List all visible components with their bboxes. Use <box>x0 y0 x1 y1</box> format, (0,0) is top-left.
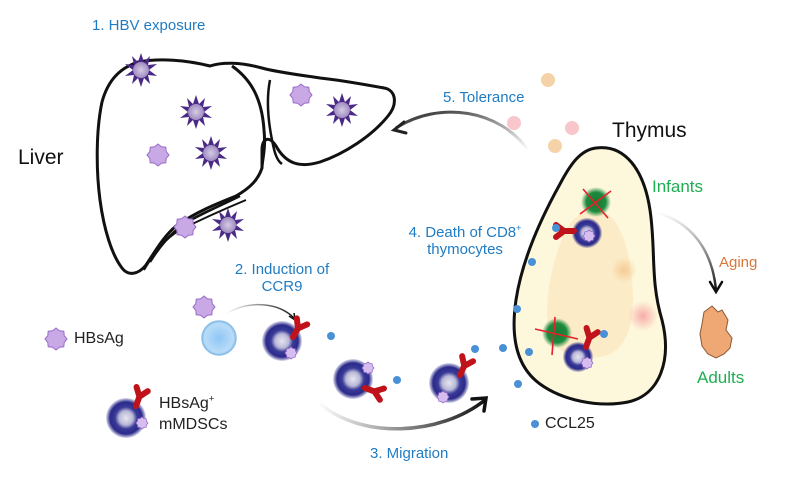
cytokine-dot <box>507 116 521 130</box>
thymus-medulla <box>546 209 633 358</box>
legend-hbsag-label: HBsAg <box>74 330 124 347</box>
induction-arrow <box>225 303 295 319</box>
step-5-label: 5. Tolerance <box>443 89 525 106</box>
ccl25-dot <box>528 258 536 266</box>
legend-mmdsc-sup: + <box>208 393 215 405</box>
step-2-line2: CCR9 <box>261 277 303 295</box>
cytokine-dot <box>565 121 579 135</box>
legend-mmdsc-label: HBsAg+ mMDSCs <box>159 394 227 436</box>
ccl25-dot <box>499 344 507 352</box>
aging-arrow <box>655 210 718 291</box>
infants-label: Infants <box>652 177 704 196</box>
adults-label: Adults <box>697 368 745 387</box>
ccl25-dot <box>513 305 521 313</box>
ccl25-dot <box>514 380 522 388</box>
legend-mmdsc-line2: mMDSCs <box>159 415 228 433</box>
monocyte <box>201 320 237 356</box>
thymus-label: Thymus <box>612 119 687 142</box>
hbsag-particle <box>289 83 313 107</box>
liver-label: Liver <box>18 146 64 169</box>
adult-thymus <box>699 305 733 359</box>
dead-thymocyte <box>579 187 612 219</box>
hbsag-particle <box>192 295 216 319</box>
legend-ccl25-icon <box>531 420 539 428</box>
mmdsc-cell <box>262 318 307 361</box>
mmdsc-cell <box>333 359 384 400</box>
mmdsc-cell <box>556 218 602 248</box>
migration-arrow <box>316 398 487 431</box>
step-2-line1: 2. Induction of <box>234 261 330 278</box>
mmdsc-cell <box>563 328 598 372</box>
hbsag-particle <box>146 143 170 167</box>
step-1-label: 1. HBV exposure <box>92 17 206 34</box>
thymus-blob <box>628 301 658 331</box>
cytokine-dot <box>548 139 562 153</box>
ccl25-dot <box>525 348 533 356</box>
liver-illustration <box>95 53 396 275</box>
step-4-line2: thymocytes <box>427 240 503 258</box>
legend-mmdsc-icon <box>106 387 148 438</box>
step-3-label: 3. Migration <box>370 445 449 462</box>
thymus-blob <box>611 257 637 283</box>
step-4-sup: + <box>516 223 522 233</box>
step-2-label: 2. Induction of CCR9 <box>222 261 342 295</box>
legend-mmdsc-line1: HBsAg <box>159 395 209 412</box>
ccl25-dot <box>327 332 335 340</box>
liver-outline <box>95 58 396 275</box>
ccl25-dot <box>471 345 479 353</box>
tolerance-arrow <box>395 110 530 151</box>
legend-ccl25-label: CCL25 <box>545 415 595 432</box>
aging-label: Aging <box>719 254 758 271</box>
step-4-label: 4. Death of CD8+ thymocytes <box>390 223 540 258</box>
legend-hbsag-icon <box>44 327 68 351</box>
ccl25-dot <box>393 376 401 384</box>
mmdsc-cell <box>429 356 473 404</box>
ccl25-dot <box>552 224 560 232</box>
hbsag-particle <box>173 215 197 239</box>
thymus-illustration <box>512 146 667 406</box>
ccl25-dot <box>600 330 608 338</box>
dead-thymocyte <box>534 316 579 356</box>
cytokine-dot <box>541 73 555 87</box>
step-4-line1: 4. Death of CD8 <box>408 224 517 241</box>
